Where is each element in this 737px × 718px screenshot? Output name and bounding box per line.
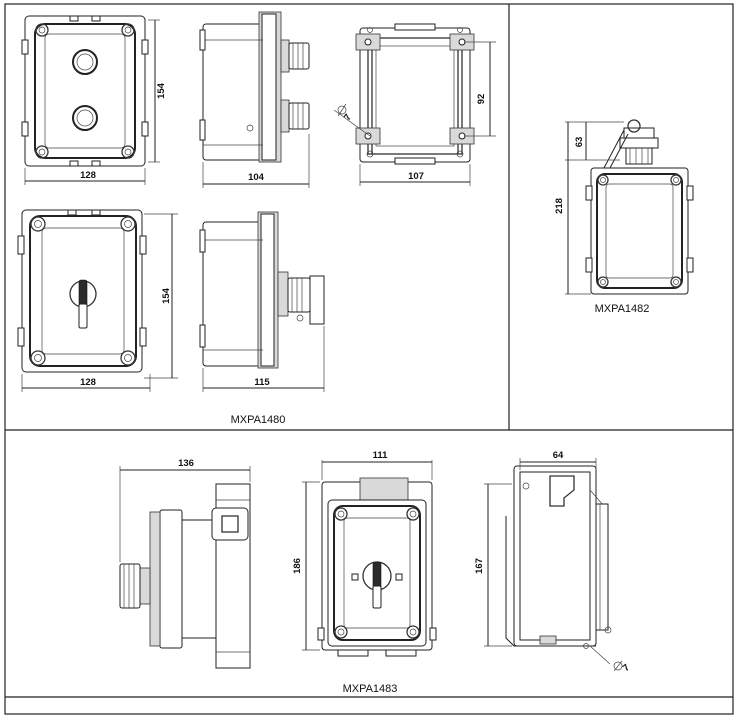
mxpa1482-front-view bbox=[565, 119, 694, 295]
caption-mxpa1482: MXPA1482 bbox=[595, 303, 650, 315]
table-grid bbox=[4, 3, 734, 715]
switch-enclosure-front-view bbox=[17, 209, 178, 392]
dim-height-154-switch: 154 bbox=[161, 287, 172, 304]
dim-height-154: 154 bbox=[156, 82, 167, 99]
dim-width-104: 104 bbox=[248, 172, 265, 183]
mounting-plate-view bbox=[333, 23, 496, 186]
mxpa1483-rear-view bbox=[484, 458, 612, 665]
caption-mxpa1483: MXPA1483 bbox=[343, 683, 398, 695]
dim-width-136: 136 bbox=[178, 458, 194, 469]
dim-height-186: 186 bbox=[292, 558, 303, 574]
mxpa1483-side-view bbox=[119, 466, 251, 669]
dim-height-92: 92 bbox=[476, 94, 487, 105]
dim-hole-7: 7 bbox=[342, 112, 354, 123]
dim-height-63: 63 bbox=[574, 137, 585, 148]
pushbutton-enclosure-front-view bbox=[21, 15, 160, 185]
pushbutton-enclosure-side-view bbox=[199, 11, 310, 188]
dim-height-218: 218 bbox=[554, 198, 565, 214]
dim-hole-7-rear: 7 bbox=[621, 662, 632, 674]
mxpa1483-front-view bbox=[302, 460, 437, 657]
dim-width-115: 115 bbox=[254, 377, 270, 388]
caption-mxpa1480: MXPA1480 bbox=[231, 414, 286, 426]
diameter-symbol-icon bbox=[337, 103, 347, 117]
dim-width-128: 128 bbox=[80, 170, 96, 181]
diameter-symbol-icon-rear bbox=[613, 660, 623, 672]
dim-width-128-switch: 128 bbox=[80, 377, 96, 388]
dim-height-167: 167 bbox=[474, 558, 485, 574]
dim-width-107: 107 bbox=[408, 171, 424, 182]
switch-enclosure-side-view bbox=[199, 211, 325, 392]
dim-width-111: 111 bbox=[373, 450, 389, 461]
dim-width-64: 64 bbox=[553, 450, 564, 461]
